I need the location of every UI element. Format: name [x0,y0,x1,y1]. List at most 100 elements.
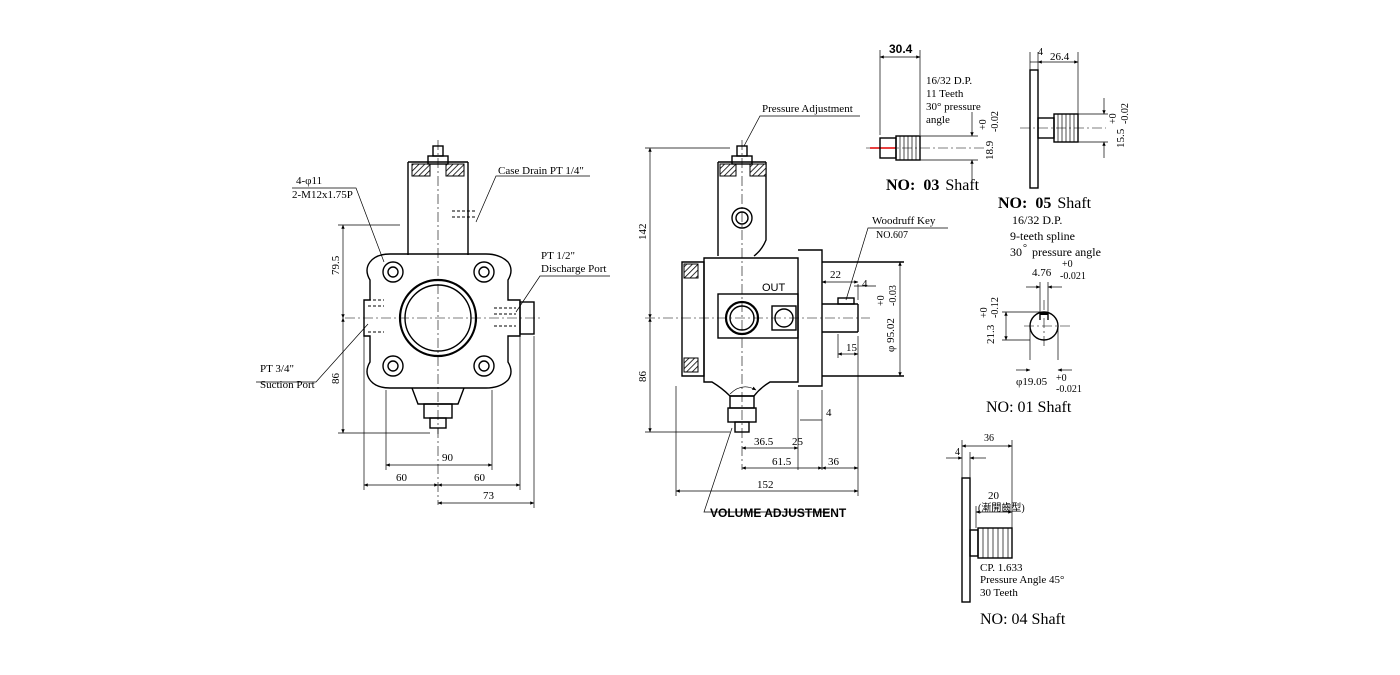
shaft03-tol-minus: -0.02 [990,111,1001,132]
side-drain-port-outer [731,207,753,229]
holes-label: 4-φ11 [296,175,322,187]
shaft05-flange [1029,69,1039,189]
shaft01-height-tol-plus: +0 [979,307,990,318]
front-body-outline [363,253,521,389]
side-top-seal-right [749,163,767,177]
shaft03-spec-4: angle [926,114,950,126]
shaft-01: 4.76 +0 -0.021 21.3 +0 -0.12 φ19.05 +0 -… [979,259,1086,416]
dim-60-left: 60 [396,472,408,484]
dim-142: 142 [637,224,649,241]
side-adjust-rotation-arrow [729,386,757,395]
thread-label: 2-M12x1.75P [292,189,353,201]
dim-90: 90 [442,452,454,464]
discharge-port-label: Discharge Port [541,263,606,275]
side-rear-seal-bottom [683,357,699,373]
dim-60-right: 60 [474,472,486,484]
shaft04-spec-2: Pressure Angle 45° [980,574,1064,586]
front-inlet-bore-inner [404,284,472,352]
front-inlet-bore-outer [398,278,478,358]
shaft05-dim-4: 4 [1038,47,1043,58]
front-bolt-holes [382,261,495,377]
shaft05-spec-3: 30°pressure angle [1010,243,1101,259]
shaft04-flange [961,477,971,603]
side-port-square [771,305,797,331]
shaft01-key-width: 4.76 [1032,267,1052,279]
dim-79-5: 79.5 [330,255,342,275]
shaft03-dia: 18.9 [984,140,996,160]
side-port-square-hole [774,308,794,328]
shaft05-tol-minus: -0.02 [1120,103,1131,124]
out-label: OUT [762,282,786,294]
dim-86-side: 86 [637,371,649,383]
dim-95-tol-minus: -0.03 [888,285,899,306]
discharge-port-size: PT 1/2" [541,250,575,262]
side-flange [798,249,823,387]
shaft03-spec-2: 11 Teeth [926,88,964,100]
side-out-port-block [717,293,799,339]
shaft04-dim-20: 20 [988,490,1000,502]
side-out-port-outer [724,300,760,336]
shaft03-dim-30-4: 30.4 [889,42,913,56]
shaft05-spec-1: 16/32 D.P. [1012,213,1062,227]
shaft01-dia-tol-minus: -0.021 [1056,384,1082,395]
dim-22: 22 [830,269,841,281]
front-top-seal-left [411,163,431,177]
side-drain-port-inner [735,211,749,225]
suction-port-label: Suction Port [260,379,315,391]
shaft05-spec-2: 9-teeth spline [1010,229,1075,243]
front-dimensions [338,224,535,508]
shaft01-dia-tol-plus: +0 [1056,373,1067,384]
side-top-tower [717,161,767,257]
front-top-screw [432,145,444,157]
shaft05-tol-plus: +0 [1108,113,1119,124]
shaft-03: 30.4 16/32 D.P. 11 Teeth 30° pressure an… [866,42,1001,194]
dim-4-key: 4 [862,278,868,290]
front-top-seal-right [445,163,465,177]
shaft04-spline [977,527,1013,559]
shaft01-height-tol-minus: -0.12 [990,297,1001,318]
side-leaders [703,115,948,513]
shaft05-dia: 15.5 [1115,128,1127,148]
shaft04-title: NO: 04 Shaft [980,611,1066,628]
shaft03-spec-1: 16/32 D.P. [926,75,972,87]
shaft05-dim-26-4: 26.4 [1050,51,1070,63]
side-dimensions [645,147,902,496]
front-discharge-boss [519,301,535,335]
side-view: OUT [637,103,948,520]
shaft04-spec-3: 30 Teeth [980,587,1018,599]
shaft01-key-tol-minus: -0.021 [1060,271,1086,282]
shaft-04: 36 4 20 (漸開齒型) CP. 1.633 Pressure Angle … [946,433,1066,628]
shaft04-dim-20-note: (漸開齒型) [978,501,1025,514]
side-top-seal-left [719,163,737,177]
side-key [837,297,855,305]
side-rear-seal-top [683,263,699,279]
dim-dia-95: φ 95.02 [885,318,897,352]
front-view: 4-φ11 2-M12x1.75P Case Drain PT 1/4" PT … [256,140,610,508]
volume-adjustment-label: VOLUME ADJUSTMENT [710,506,847,520]
dim-73: 73 [483,490,495,502]
shaft03-spec-3: 30° pressure [926,101,981,113]
side-top-screw [736,145,748,157]
case-drain-label: Case Drain PT 1/4" [498,165,584,177]
side-out-port-inner [729,305,755,331]
shaft04-dim-36: 36 [984,433,994,444]
dim-36-5: 36.5 [754,436,774,448]
shaft01-key-tol-plus: +0 [1062,259,1073,270]
woodruff-key-number: NO.607 [876,230,908,241]
shaft01-title: NO: 01 Shaft [986,399,1072,416]
shaft01-height: 21.3 [985,324,997,344]
dim-15: 15 [846,342,858,354]
front-top-tower [407,161,469,255]
woodruff-key-label: Woodruff Key [872,215,936,227]
side-rear-cover [681,261,705,377]
pressure-adjustment-label: Pressure Adjustment [762,103,853,115]
shaft04-dim-4: 4 [955,447,960,458]
dim-4-flange: 4 [826,407,832,419]
shaft04-spec-1: CP. 1.633 [980,562,1023,574]
dim-86-front: 86 [330,373,342,385]
suction-port-size: PT 3/4" [260,363,294,375]
